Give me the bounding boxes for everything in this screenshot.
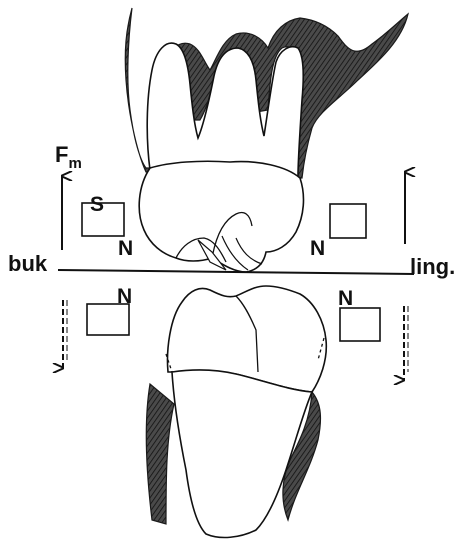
buccal-label: buk (8, 253, 47, 275)
pole-label-south-upper-buccal: S (90, 194, 104, 215)
magnet-lower-buccal (87, 304, 129, 335)
upper-tooth-crown (139, 161, 303, 272)
pole-label-north-lower-lingual: N (338, 288, 353, 309)
force-label: Fm (55, 144, 82, 166)
lower-tooth-root (172, 370, 312, 537)
magnet-upper-lingual (330, 204, 366, 238)
lingual-label: ling. (410, 256, 455, 278)
magnet-lower-lingual (340, 308, 380, 341)
pole-label-north-upper-buccal: N (118, 238, 133, 259)
force-subscript: m (68, 155, 81, 172)
upper-tooth-roots (147, 43, 303, 176)
force-symbol: F (55, 142, 68, 167)
pole-label-north-lower-buccal: N (117, 286, 132, 307)
pole-label-north-upper-lingual: N (310, 238, 325, 259)
